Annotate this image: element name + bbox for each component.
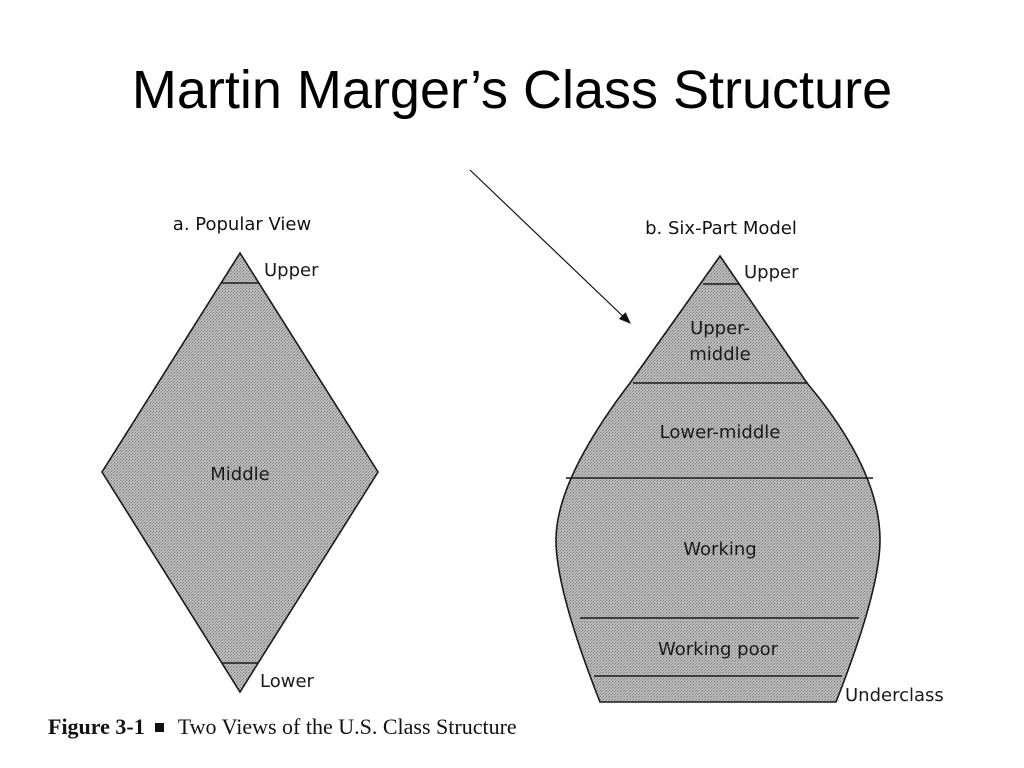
popular-view-diamond — [101, 251, 379, 694]
six-upper-middle-label-line1: Upper- — [690, 318, 750, 339]
six-working-poor-label: Working poor — [658, 639, 779, 660]
six-part-model-shape — [555, 254, 881, 703]
six-upper-label: Upper — [744, 262, 799, 283]
caption-text: Two Views of the U.S. Class Structure — [177, 714, 517, 739]
six-working-label: Working — [683, 539, 756, 560]
popular-view-panel: a. Popular View Upper Middle Lower — [101, 214, 379, 694]
slide-title: Martin Marger’s Class Structure — [131, 60, 893, 120]
six-lower-middle-label: Lower-middle — [660, 422, 781, 443]
popular-view-title: a. Popular View — [173, 214, 311, 235]
figure-caption: Figure 3-1 Two Views of the U.S. Class St… — [48, 714, 517, 740]
six-part-model-title: b. Six-Part Model — [645, 218, 797, 239]
caption-number: Figure 3-1 — [48, 714, 145, 739]
popular-lower-label: Lower — [260, 671, 315, 692]
six-part-model-panel: b. Six-Part Model Upper Upper- middle Lo… — [555, 218, 944, 706]
six-underclass-label: Underclass — [845, 685, 944, 706]
popular-middle-label: Middle — [210, 464, 269, 485]
popular-upper-label: Upper — [264, 260, 319, 281]
pointer-arrow — [469, 169, 631, 324]
six-upper-middle-label-line2: middle — [689, 344, 750, 365]
caption-bullet-icon — [154, 722, 164, 732]
